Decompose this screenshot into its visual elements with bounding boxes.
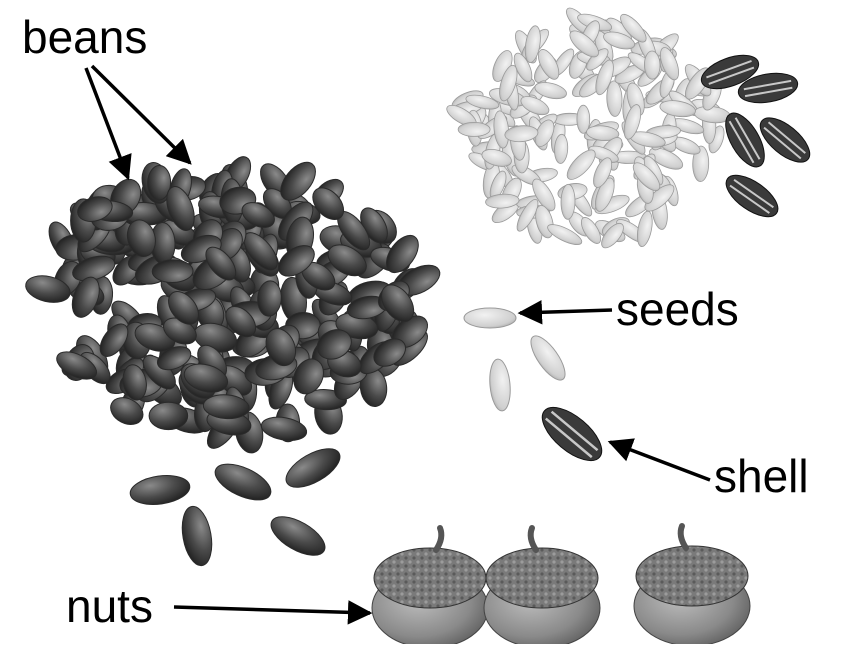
bean: [265, 509, 331, 563]
nuts-label: nuts: [66, 583, 153, 629]
labelled-shell: [533, 398, 610, 470]
bean: [280, 441, 346, 495]
seed: [488, 358, 512, 412]
acorn: [372, 528, 488, 644]
bean: [210, 457, 276, 508]
bean: [149, 402, 188, 429]
bean: [260, 414, 309, 444]
shell-arrow: [610, 442, 710, 480]
acorn: [634, 526, 750, 644]
acorn-stem: [681, 526, 686, 548]
seeds-arrow: [520, 310, 612, 313]
acorn-cap: [636, 546, 748, 606]
seed: [644, 51, 660, 79]
bean: [152, 260, 193, 283]
seed-pile: [444, 4, 817, 251]
seed: [525, 331, 571, 385]
acorns: [372, 526, 750, 644]
seed: [464, 308, 516, 328]
shell-body: [533, 398, 610, 470]
shell-body: [719, 167, 784, 224]
beans-label: beans: [22, 14, 147, 60]
beans-arrow-right: [92, 66, 190, 163]
acorn-cap: [486, 548, 598, 608]
shell-label: shell: [714, 453, 809, 499]
acorn-cap: [374, 548, 486, 608]
bean-pile: [23, 152, 445, 455]
seed: [561, 184, 576, 219]
seed: [458, 122, 490, 136]
seed: [635, 210, 655, 248]
seeds-label: seeds: [616, 286, 739, 332]
beans-arrow-left: [86, 68, 128, 178]
acorn-stem: [531, 528, 536, 550]
bean: [128, 472, 191, 508]
acorn-stem: [436, 528, 441, 550]
acorn: [484, 528, 600, 644]
bean: [178, 504, 216, 568]
nuts-arrow: [174, 607, 370, 613]
loose-beans: [128, 441, 346, 568]
loose-seeds: [464, 308, 611, 470]
seed-shell: [719, 167, 784, 224]
